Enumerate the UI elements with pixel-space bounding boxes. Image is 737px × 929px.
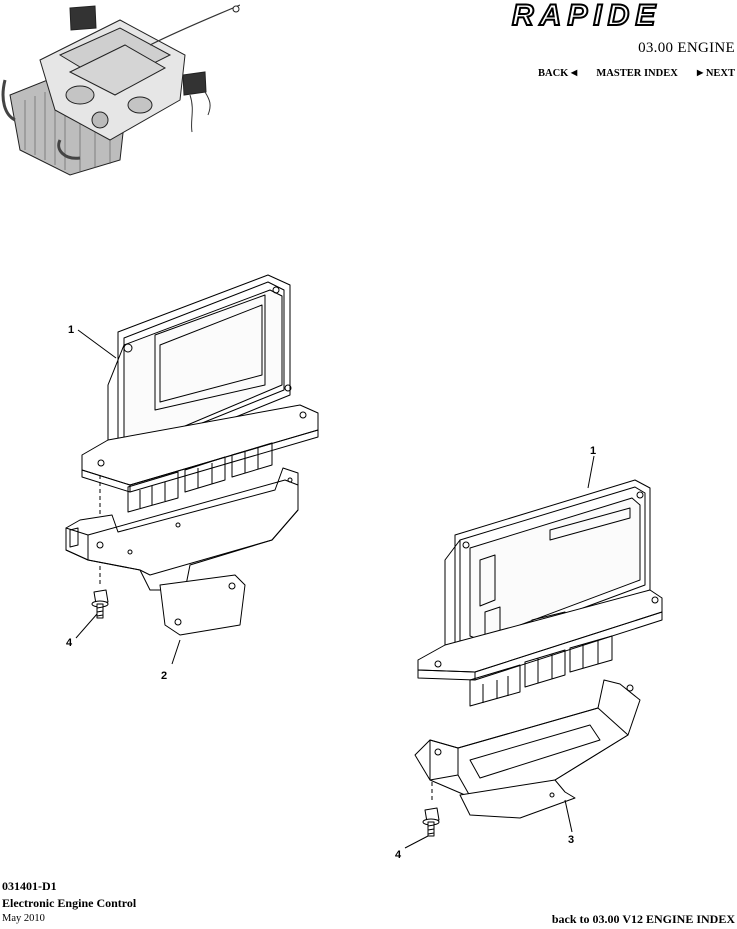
back-arrow-icon[interactable]: ◀ (570, 68, 578, 77)
publication-date: May 2010 (2, 913, 45, 924)
right-mounting-bracket (414, 679, 641, 819)
left-ecu-module (81, 274, 319, 513)
left-bolt (91, 589, 109, 619)
callout-label: 3 (568, 834, 574, 846)
engine-thumbnail-image (1, 4, 240, 176)
next-link[interactable]: NEXT (705, 68, 735, 79)
left-mounting-bracket (65, 467, 299, 636)
figure-code: 031401-D1 (2, 879, 57, 893)
right-ecu-module (417, 479, 663, 707)
nav-bar: BACK ◀ MASTER INDEX ▶ NEXT (538, 68, 735, 79)
rapide-logo: RAPIDE (511, 0, 661, 30)
figure-title: Electronic Engine Control (2, 896, 137, 910)
right-bolt (422, 807, 440, 837)
brand-logo-text: RAPIDE (512, 0, 661, 30)
master-index-link[interactable]: MASTER INDEX (596, 68, 678, 79)
next-arrow-icon[interactable]: ▶ (697, 68, 704, 77)
callout-label: 1 (68, 324, 74, 336)
callout-label: 1 (590, 445, 596, 457)
callout-label: 2 (161, 670, 167, 682)
back-link[interactable]: BACK (538, 68, 569, 79)
section-title: 03.00 ENGINE (638, 40, 735, 56)
callout-label: 4 (395, 849, 402, 861)
callout-label: 4 (66, 637, 73, 649)
back-to-index-link[interactable]: back to 03.00 V12 ENGINE INDEX (551, 912, 735, 926)
